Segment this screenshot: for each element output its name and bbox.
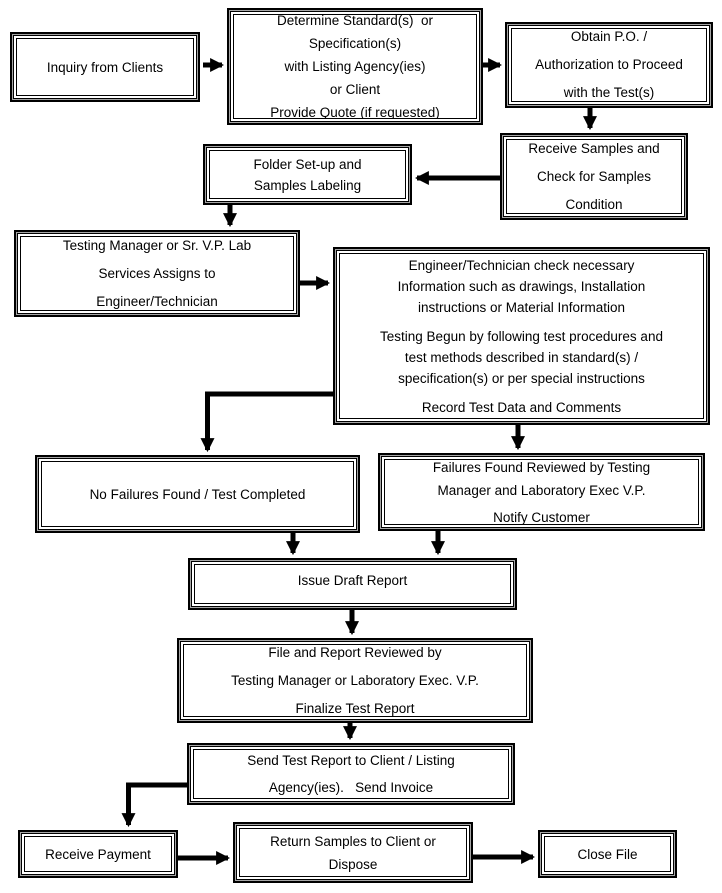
- node-no-failures-found: No Failures Found / Test Completed: [35, 455, 360, 533]
- node-folder-setup: Folder Set-up and Samples Labeling: [203, 144, 412, 205]
- node-file-and-report-reviewed: File and Report Reviewed by Testing Mana…: [177, 638, 533, 723]
- node-failures-found-reviewed: Failures Found Reviewed by Testing Manag…: [378, 453, 705, 531]
- node-text: Folder Set-up and Samples Labeling: [209, 150, 406, 199]
- node-close-file: Close File: [538, 830, 677, 878]
- node-text: Receive Payment: [24, 836, 172, 872]
- node-text: Return Samples to Client or Dispose: [239, 828, 467, 877]
- node-text: Determine Standard(s) or Specification(s…: [233, 14, 477, 119]
- node-text: File and Report Reviewed by Testing Mana…: [183, 644, 527, 717]
- node-text: Obtain P.O. / Authorization to Proceed w…: [511, 28, 707, 102]
- node-obtain-po-authorization: Obtain P.O. / Authorization to Proceed w…: [505, 22, 713, 108]
- node-return-samples: Return Samples to Client or Dispose: [233, 822, 473, 883]
- node-text: Failures Found Reviewed by Testing Manag…: [384, 459, 699, 525]
- node-text: Testing Manager or Sr. V.P. Lab Services…: [20, 236, 294, 311]
- node-text: Close File: [544, 836, 671, 872]
- node-engineer-check-and-testing: Engineer/Technician check necessary Info…: [333, 247, 710, 425]
- node-receive-samples: Receive Samples and Check for Samples Co…: [500, 133, 688, 220]
- node-text: Send Test Report to Client / Listing Age…: [193, 749, 509, 799]
- connector-send-report-to-receive-payment: [121, 782, 187, 828]
- node-text: Inquiry from Clients: [16, 38, 194, 96]
- node-text: Issue Draft Report: [194, 564, 511, 604]
- node-inquiry-from-clients: Inquiry from Clients: [10, 32, 200, 102]
- connector-engineer-to-no-failures: [200, 391, 333, 453]
- node-receive-payment: Receive Payment: [18, 830, 178, 878]
- node-text: Receive Samples and Check for Samples Co…: [506, 139, 682, 214]
- node-text: No Failures Found / Test Completed: [41, 461, 354, 527]
- node-text: Engineer/Technician check necessary Info…: [339, 253, 704, 419]
- node-determine-standards: Determine Standard(s) or Specification(s…: [227, 8, 483, 125]
- node-testing-manager-assigns: Testing Manager or Sr. V.P. Lab Services…: [14, 230, 300, 317]
- node-send-test-report: Send Test Report to Client / Listing Age…: [187, 743, 515, 805]
- node-issue-draft-report: Issue Draft Report: [188, 558, 517, 610]
